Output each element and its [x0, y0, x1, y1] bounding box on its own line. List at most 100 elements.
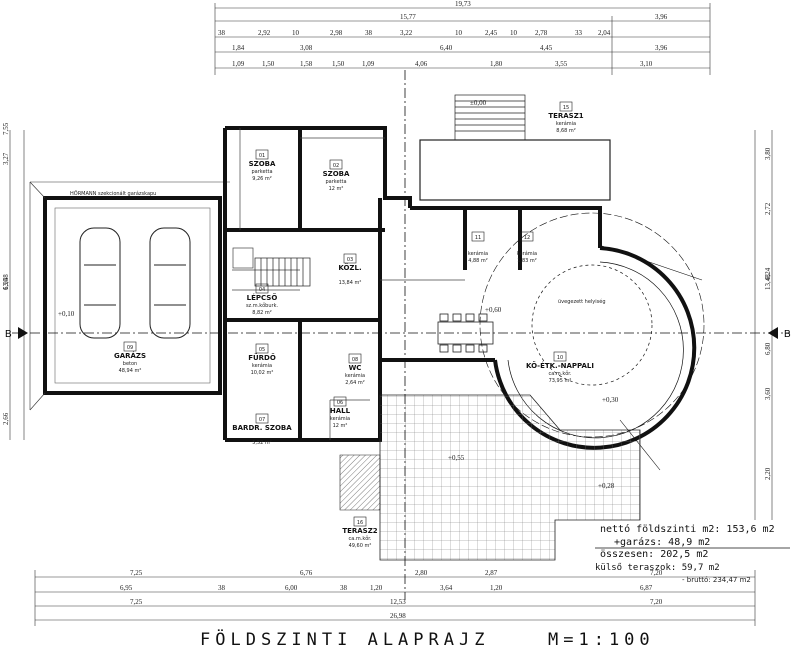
dim-label: 13,48	[764, 274, 772, 290]
room-area: 1,83 m²	[517, 258, 537, 264]
dim-label: 7,20	[650, 569, 663, 577]
room-area: 12 m²	[329, 186, 344, 192]
room-number: 12	[524, 235, 530, 241]
room-area: 48,94 m²	[119, 368, 142, 374]
dim-label: 10	[292, 29, 300, 37]
summary-garage: +garázs: 48,9 m2	[614, 536, 710, 548]
main-walls	[223, 126, 602, 442]
dim-label: 12,53	[390, 598, 406, 606]
room-floor: kerámia	[345, 372, 365, 379]
dim-label: 33	[575, 29, 583, 37]
dim-label: 4,45	[540, 44, 553, 52]
garage: HÖRMANN szekcionált garázskapu	[29, 181, 230, 411]
stairs	[254, 257, 311, 287]
room-number: 03	[347, 257, 353, 263]
car-left	[79, 227, 121, 339]
dim-label: 3,80	[764, 147, 772, 160]
room-area: 8,82 m²	[252, 310, 272, 316]
interior-lines	[232, 128, 465, 440]
room-floor: kerámia	[252, 362, 272, 369]
room-number-box	[329, 159, 343, 170]
room-number-box	[520, 231, 534, 242]
dim-label: 10	[510, 29, 518, 37]
top-total-dim: 19,73	[455, 0, 471, 8]
section-marker-left: B	[5, 329, 12, 340]
dim-label: 3,64	[440, 584, 453, 592]
room-number-box	[559, 101, 573, 112]
section-arrow-right	[768, 327, 778, 339]
round-room-note: üvegezett helyiség	[558, 298, 606, 305]
dim-label: 3,96	[655, 13, 668, 21]
room-number: 06	[337, 400, 343, 406]
room-area: 13,84 m²	[339, 280, 362, 286]
room-area: 73,95 m²	[549, 378, 572, 384]
room-area: 49,60 m²	[349, 543, 372, 549]
dim-label: 7,25	[130, 569, 143, 577]
room-area: 4,88 m²	[468, 258, 488, 264]
room-name: FÜRDŐ	[248, 353, 276, 362]
top-dimension-lines	[214, 3, 711, 75]
dim-label: 6,00	[285, 584, 298, 592]
room-area: 5,52 m²	[252, 440, 272, 446]
dim-label: 2,04	[598, 29, 611, 37]
room-number-box	[343, 253, 357, 264]
room-number: 11	[475, 235, 481, 241]
dim-label: 6,24	[764, 267, 772, 280]
room-floor: kerámia	[330, 415, 350, 422]
side-dimension-lines	[9, 130, 773, 520]
dim-label: 2,78	[535, 29, 548, 37]
dim-label: 10	[455, 29, 463, 37]
bottom-dimension-lines	[34, 570, 756, 626]
room-floor: sz.m.kőburk.	[246, 303, 279, 309]
room-name: SZOBA	[323, 170, 350, 178]
dim-label: 6,95	[2, 277, 10, 290]
room-name: KÖ-ÉTK.-NAPPALI	[526, 361, 594, 370]
room-floor: ca.m.kőr.	[348, 536, 371, 542]
dim-label: 7,20	[650, 598, 663, 606]
room-floor: kerámia	[517, 250, 537, 257]
room-number-box	[333, 396, 347, 407]
section-marker-right: B	[784, 329, 791, 340]
dim-label: 3,22	[400, 29, 413, 37]
summary-brutto: - bruttó: 234,47 m2	[682, 576, 751, 584]
room-number: 01	[259, 153, 265, 159]
room-name: WC	[349, 364, 362, 372]
car-right	[149, 227, 191, 339]
room-number-box	[255, 343, 269, 354]
dim-label: 3,96	[655, 44, 668, 52]
dim-label: 38	[340, 584, 348, 592]
room-number-box	[553, 351, 567, 362]
dim-label: 1,50	[262, 60, 275, 68]
dim-label: 2,98	[330, 29, 343, 37]
dim-label: 7,55	[2, 122, 10, 135]
dim-label: 6,95	[120, 584, 133, 592]
dim-label: 6,80	[764, 342, 772, 355]
dim-label: 6,40	[440, 44, 453, 52]
entry-steps	[419, 94, 611, 201]
summary-netto: nettó földszinti m2: 153,6 m2	[600, 523, 775, 535]
room-number-box	[255, 283, 269, 294]
dim-label: 6,76	[300, 569, 313, 577]
room-name: TERASZ1	[548, 112, 583, 120]
drawing-scale: M=1:100	[548, 630, 655, 650]
dim-label: 38	[365, 29, 373, 37]
dim-label: 3,55	[555, 60, 568, 68]
room-number: 15	[563, 105, 569, 111]
level-label: +0,55	[448, 454, 465, 462]
room-number: 10	[557, 355, 563, 361]
room-number-box	[353, 516, 367, 527]
dim-label: 3,10	[640, 60, 653, 68]
dim-label: 1,50	[332, 60, 345, 68]
room-name: SZOBA	[249, 160, 276, 168]
room-floor: beton	[123, 361, 137, 367]
dim-label: 1,09	[232, 60, 245, 68]
dim-label: 2,72	[764, 202, 772, 215]
room-number: 16	[357, 520, 363, 526]
room-name: HALL	[330, 407, 351, 415]
